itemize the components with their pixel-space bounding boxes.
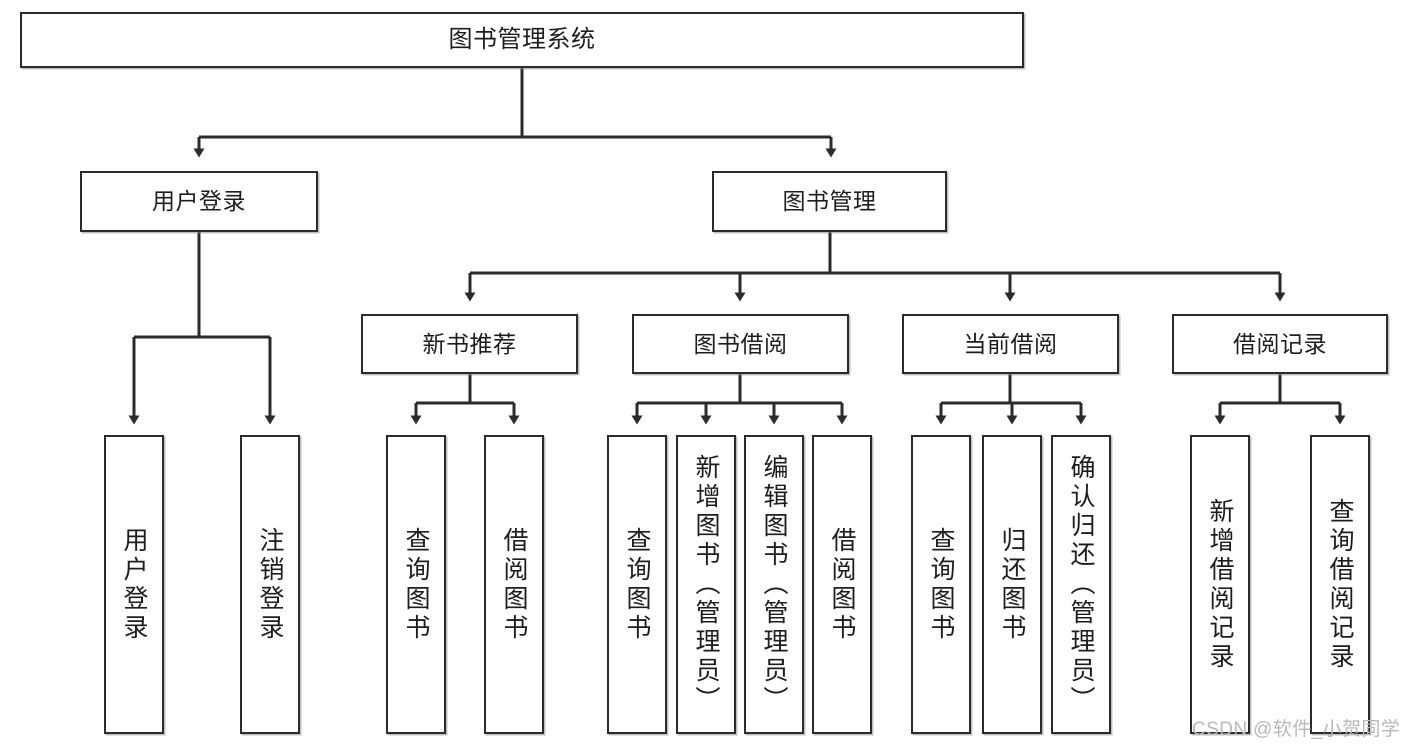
node-root[interactable]: 图书管理系统 xyxy=(20,12,1024,68)
node-leaf-confirm-return-admin[interactable]: 确认归还（管理员） xyxy=(1051,435,1111,734)
node-leaf-logout-login-label: 注销登录 xyxy=(256,526,284,643)
node-leaf-borrow-book-2[interactable]: 借阅图书 xyxy=(812,435,872,734)
node-leaf-query-book-3-label: 查询图书 xyxy=(927,526,955,643)
node-root-label: 图书管理系统 xyxy=(448,26,596,54)
node-leaf-query-borrow-record[interactable]: 查询借阅记录 xyxy=(1310,435,1370,734)
node-leaf-confirm-return-admin-label: 确认归还（管理员） xyxy=(1067,454,1095,715)
node-leaf-return-book[interactable]: 归还图书 xyxy=(982,435,1042,734)
node-leaf-return-book-label: 归还图书 xyxy=(998,526,1026,643)
node-user-login-label: 用户登录 xyxy=(152,188,246,215)
node-leaf-edit-book-admin[interactable]: 编辑图书（管理员） xyxy=(744,435,804,734)
node-user-login[interactable]: 用户登录 xyxy=(80,171,318,232)
node-leaf-query-book-3[interactable]: 查询图书 xyxy=(911,435,971,734)
csdn-watermark: CSDN @软件_小贺同学 xyxy=(1192,719,1401,740)
node-leaf-add-book-admin-label: 新增图书（管理员） xyxy=(692,454,720,715)
node-leaf-add-borrow-record[interactable]: 新增借阅记录 xyxy=(1190,435,1250,734)
node-leaf-borrow-book-2-label: 借阅图书 xyxy=(828,526,856,643)
node-leaf-query-book-1-label: 查询图书 xyxy=(402,526,430,643)
node-leaf-add-borrow-record-label: 新增借阅记录 xyxy=(1206,497,1234,672)
node-leaf-user-login[interactable]: 用户登录 xyxy=(104,435,164,734)
node-leaf-add-book-admin[interactable]: 新增图书（管理员） xyxy=(676,435,736,734)
node-leaf-logout-login[interactable]: 注销登录 xyxy=(240,435,300,734)
node-borrow-record[interactable]: 借阅记录 xyxy=(1172,314,1388,374)
node-book-manage-label: 图书管理 xyxy=(782,188,877,215)
node-leaf-borrow-book-1[interactable]: 借阅图书 xyxy=(484,435,544,734)
node-borrow-record-label: 借阅记录 xyxy=(1233,330,1327,357)
node-leaf-query-book-1[interactable]: 查询图书 xyxy=(386,435,446,734)
node-leaf-query-borrow-record-label: 查询借阅记录 xyxy=(1326,497,1354,672)
node-leaf-borrow-book-1-label: 借阅图书 xyxy=(500,526,528,643)
node-book-borrow[interactable]: 图书借阅 xyxy=(632,314,849,374)
node-book-borrow-label: 图书借阅 xyxy=(693,330,788,357)
node-leaf-edit-book-admin-label: 编辑图书（管理员） xyxy=(760,454,788,715)
node-current-borrow-label: 当前借阅 xyxy=(963,330,1058,357)
node-leaf-user-login-label: 用户登录 xyxy=(120,526,148,643)
node-current-borrow[interactable]: 当前借阅 xyxy=(902,314,1119,374)
node-book-manage[interactable]: 图书管理 xyxy=(712,171,947,232)
node-new-book-recommend[interactable]: 新书推荐 xyxy=(361,314,578,374)
node-new-book-recommend-label: 新书推荐 xyxy=(422,330,517,357)
node-leaf-query-book-2[interactable]: 查询图书 xyxy=(607,435,667,734)
node-leaf-query-book-2-label: 查询图书 xyxy=(623,526,651,643)
